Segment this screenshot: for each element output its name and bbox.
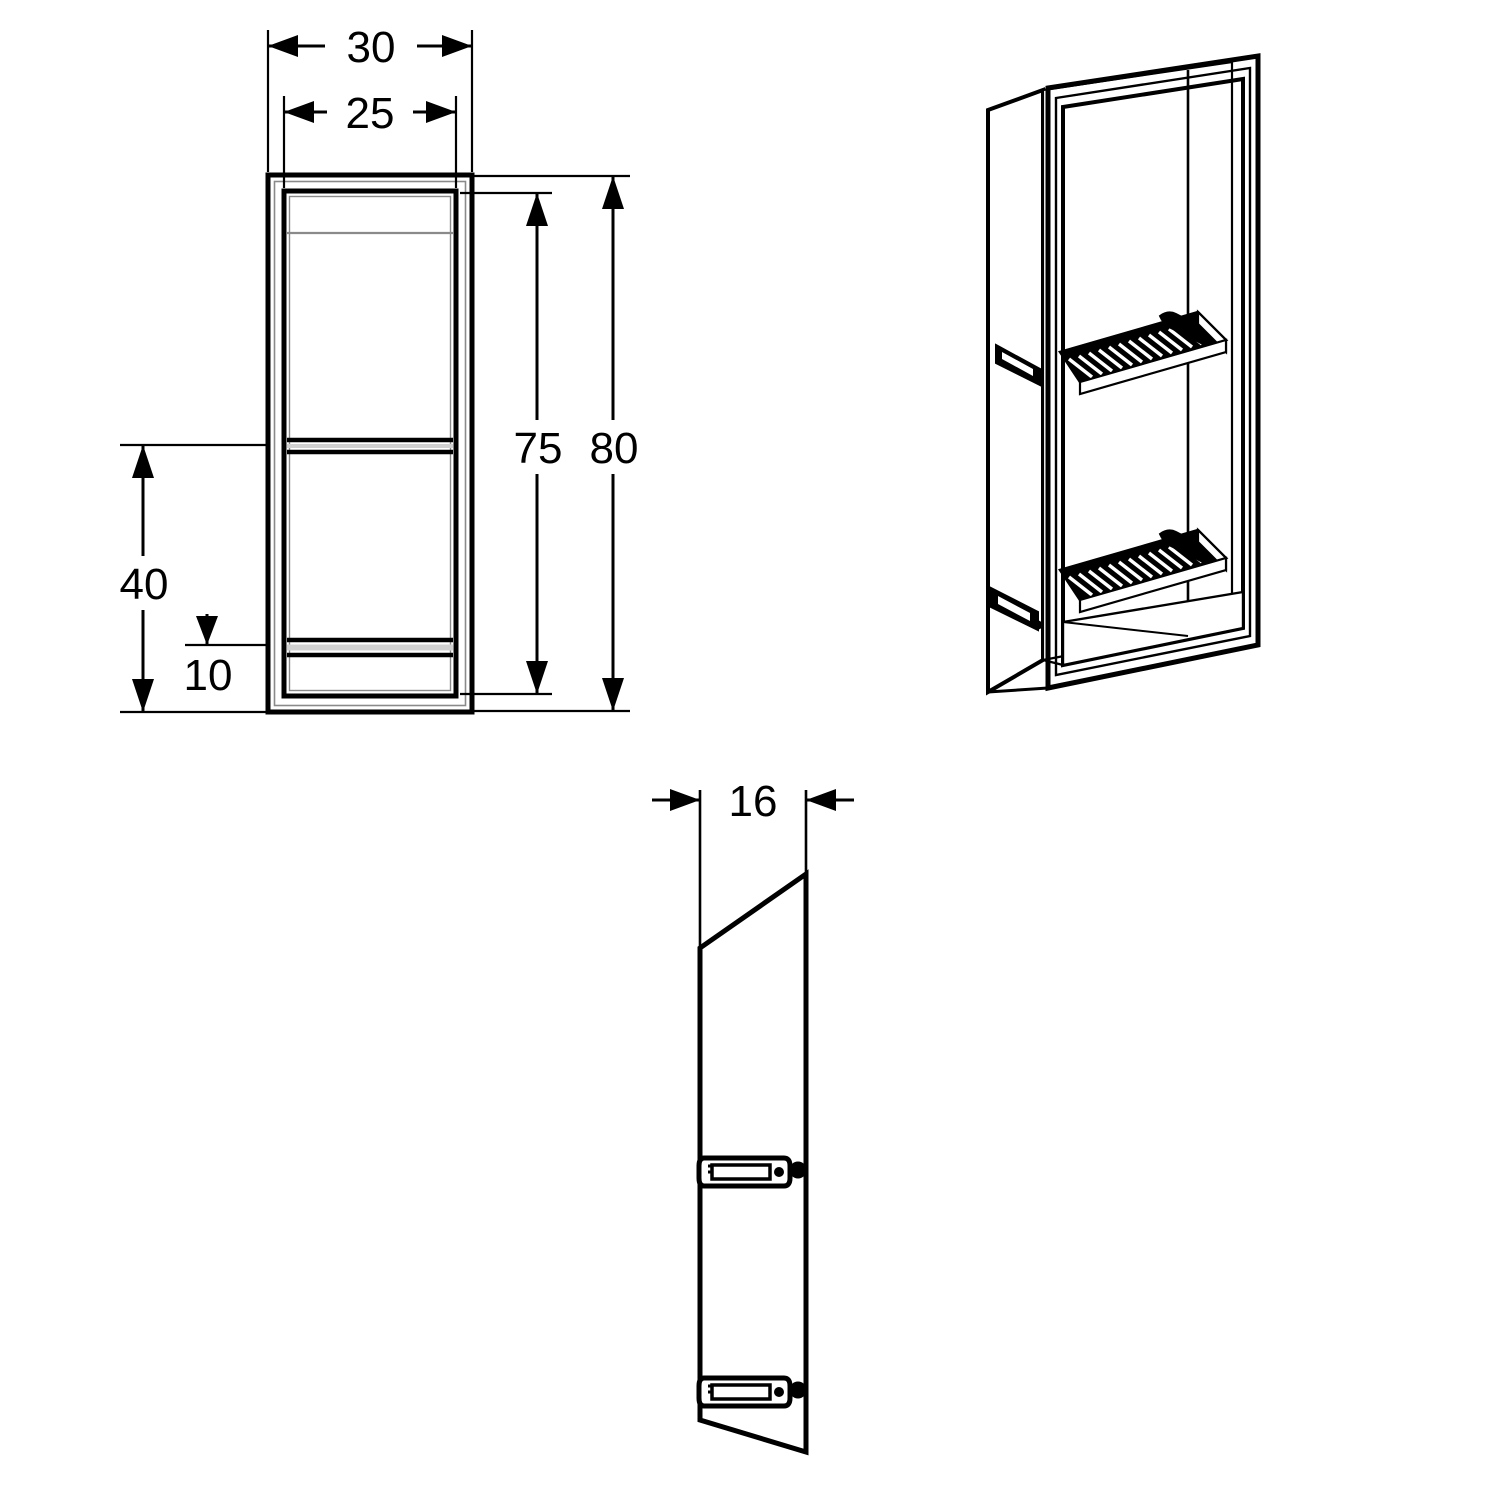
iso-bottom-left-edge xyxy=(987,686,1049,694)
iso-bracket-lower-pin xyxy=(1033,620,1043,630)
side-bracket-lower-pin xyxy=(789,1381,807,1399)
arrow-left-icon xyxy=(806,789,836,811)
arrow-down-icon xyxy=(196,616,218,645)
arrow-right-icon xyxy=(442,35,472,57)
arrow-up-icon xyxy=(132,445,154,478)
iso-shelf-lower xyxy=(1058,527,1229,614)
side-view xyxy=(696,869,809,1456)
dimension-height-inner: 75 xyxy=(460,191,568,696)
dimension-label-75: 75 xyxy=(514,424,563,473)
arrow-down-icon xyxy=(132,679,154,712)
iso-shelf-lower-front-band xyxy=(1078,556,1228,614)
dimension-label-10: 10 xyxy=(184,651,233,700)
arrow-left-icon xyxy=(284,101,314,123)
arrow-right-icon xyxy=(426,101,456,123)
side-bracket-upper-hole xyxy=(774,1167,784,1177)
isometric-view xyxy=(986,53,1261,696)
side-bracket-upper-pin xyxy=(789,1161,807,1179)
iso-shelf-upper-front-band xyxy=(1078,338,1228,396)
iso-bracket-upper xyxy=(995,343,1044,387)
iso-niche-floor xyxy=(1061,590,1245,667)
dimension-width-inner: 25 xyxy=(282,88,458,188)
iso-floor-edge xyxy=(1062,621,1189,637)
arrow-up-icon xyxy=(602,176,624,209)
side-bracket-lower xyxy=(696,1375,807,1409)
arrow-down-icon xyxy=(526,661,548,694)
front-shelf-upper xyxy=(287,437,453,455)
iso-shelf-upper xyxy=(1058,309,1229,396)
front-shelf-lower xyxy=(287,637,453,658)
front-inner-frame xyxy=(281,188,459,699)
side-bracket-lower-hole xyxy=(774,1387,784,1397)
arrow-down-icon xyxy=(602,678,624,711)
arrow-left-icon xyxy=(268,35,298,57)
dimension-label-40: 40 xyxy=(120,560,169,609)
dimension-label-80: 80 xyxy=(590,424,639,473)
dim-text-mask-25 xyxy=(327,88,413,136)
front-outer-frame-inner-edge xyxy=(273,180,467,707)
dimension-label-16: 16 xyxy=(729,777,778,826)
arrow-right-icon xyxy=(670,789,700,811)
dimension-label-30: 30 xyxy=(347,23,396,72)
dimension-width-outer: 30 xyxy=(266,22,474,172)
side-bracket-upper xyxy=(696,1155,807,1189)
dimension-base-height: 10 xyxy=(184,614,266,700)
dimension-height-outer: 80 xyxy=(470,174,645,713)
dim-text-mask-30 xyxy=(325,22,417,70)
iso-bracket-upper-slot xyxy=(1002,352,1033,376)
dim-text-mask-75 xyxy=(508,420,568,474)
side-bracket-lower-slot xyxy=(710,1383,772,1401)
iso-bottom-joint-edge xyxy=(1042,658,1064,667)
arrow-up-icon xyxy=(526,193,548,226)
front-view xyxy=(265,172,475,715)
iso-shelf-upper-slats xyxy=(1067,324,1204,379)
dim-text-mask-80 xyxy=(583,420,645,474)
dimension-shelf-height: 40 xyxy=(113,443,266,714)
dimension-depth: 16 xyxy=(652,777,854,960)
iso-shelf-lower-slats xyxy=(1067,542,1204,597)
iso-front-frame-outer xyxy=(1045,53,1261,692)
front-inner-frame-inner-edge xyxy=(288,195,452,692)
side-bracket-upper-slot xyxy=(710,1163,772,1181)
dim-text-mask-40 xyxy=(113,556,175,610)
iso-bracket-lower xyxy=(990,586,1043,632)
iso-front-frame-groove xyxy=(1054,66,1252,677)
iso-bracket-lower-slot xyxy=(998,596,1030,621)
dimension-label-25: 25 xyxy=(346,89,395,138)
iso-bracket-upper-pin xyxy=(1036,377,1044,385)
